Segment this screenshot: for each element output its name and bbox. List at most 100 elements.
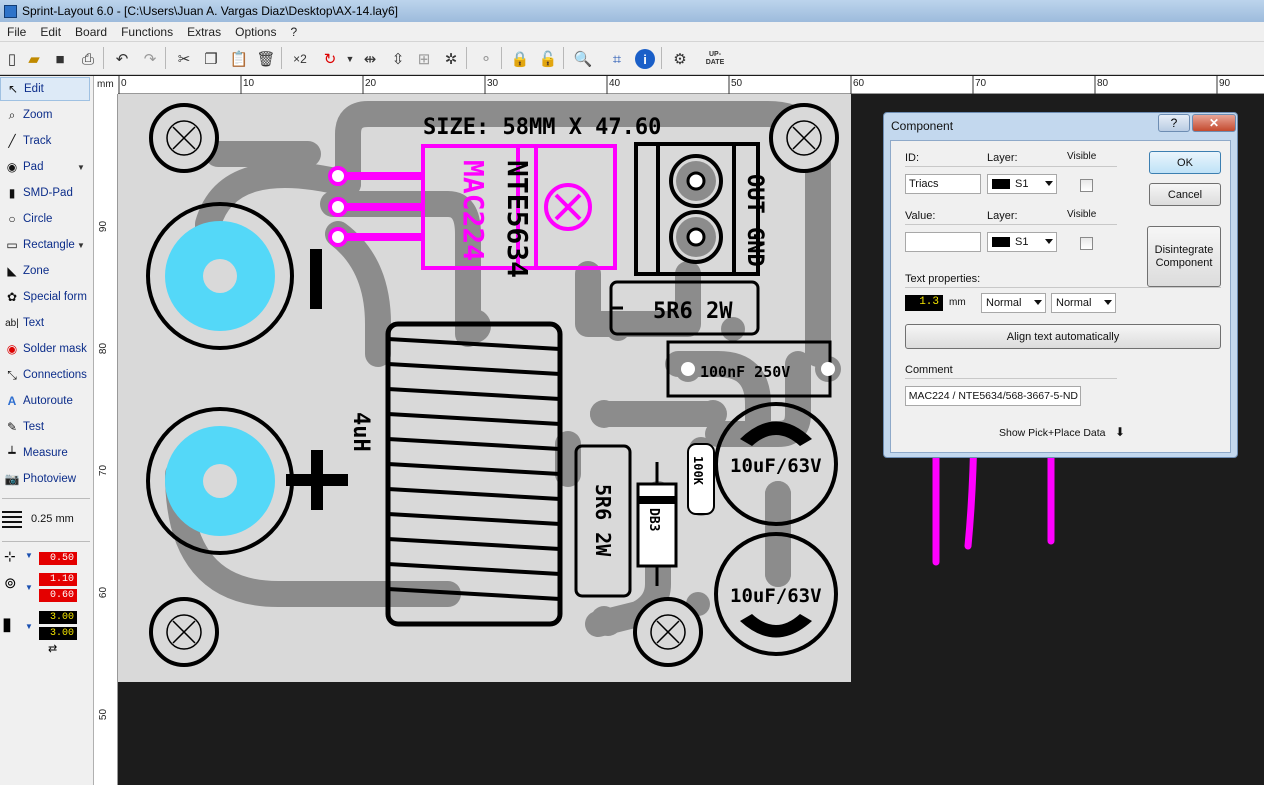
inductor-label: 4uH xyxy=(348,412,373,452)
pad-size-dropdown-icon[interactable]: ▼ xyxy=(25,583,33,592)
value-visible-checkbox[interactable] xyxy=(1080,237,1093,250)
pad-inner-value[interactable]: 0.60 xyxy=(39,589,77,602)
ok-button[interactable]: OK xyxy=(1149,151,1221,174)
cursor-icon: ↖ xyxy=(7,82,19,96)
menu-options[interactable]: Options xyxy=(235,24,277,39)
smd-height-value[interactable]: 3.00 xyxy=(39,627,77,640)
id-visible-checkbox[interactable] xyxy=(1080,179,1093,192)
cap-label: 100nF 250V xyxy=(700,363,790,381)
smd-width-value[interactable]: 3.00 xyxy=(39,611,77,624)
save-icon[interactable]: ■ xyxy=(55,50,65,68)
new-file-icon[interactable]: ▯ xyxy=(7,51,17,68)
arrow-down-icon[interactable]: ⬇ xyxy=(1115,425,1126,439)
layer-color-swatch xyxy=(992,179,1010,190)
print-icon[interactable]: ⎙ xyxy=(81,50,94,68)
info-icon[interactable]: i xyxy=(635,49,655,69)
tool-connections[interactable]: ⤡ Connections xyxy=(0,363,90,387)
tool-track[interactable]: ╱ Track xyxy=(0,129,90,153)
smd-size-dropdown-icon[interactable]: ▼ xyxy=(25,622,33,631)
pcb-board[interactable]: NTE5634 MAC224 SIZE: 58MM X 47.60 OUT GN… xyxy=(118,94,1264,785)
tool-pad[interactable]: ◉ Pad ▼ xyxy=(0,155,90,179)
ruler-tick: 40 xyxy=(609,78,621,89)
menu-edit[interactable]: Edit xyxy=(40,24,62,39)
menu-board[interactable]: Board xyxy=(75,24,108,39)
pad-dropdown-icon[interactable]: ▼ xyxy=(77,162,85,172)
mac-label: MAC224 xyxy=(457,160,490,261)
delete-icon[interactable]: 🗑 xyxy=(256,51,276,68)
tool-rectangle[interactable]: ▭ Rectangle ▼ xyxy=(0,233,90,257)
select-value: Normal xyxy=(986,297,1022,309)
tool-edit[interactable]: ↖ Edit xyxy=(0,77,90,101)
search-icon[interactable]: 🔍 xyxy=(573,51,593,68)
grid-size[interactable]: 0.25 mm xyxy=(31,513,74,525)
inductor-windings xyxy=(387,337,561,601)
value-input[interactable] xyxy=(905,232,981,252)
lock-icon[interactable]: 🔒 xyxy=(510,51,530,68)
text-height-input[interactable]: 1.3 xyxy=(905,295,943,311)
tool-special-form[interactable]: ✿ Special form xyxy=(0,285,90,309)
resistor-1 xyxy=(609,280,760,336)
tool-zone[interactable]: ◣ Zone xyxy=(0,259,90,283)
tool-autoroute[interactable]: A Autoroute xyxy=(0,389,90,413)
snap-icon[interactable]: ✲ xyxy=(444,51,458,68)
comment-input[interactable]: MAC224 / NTE5634/568-3667-5-ND xyxy=(905,386,1081,406)
open-folder-icon[interactable]: ▰ xyxy=(28,51,40,68)
tool-circle[interactable]: ○ Circle xyxy=(0,207,90,231)
rotate-dropdown-icon[interactable]: ▼ xyxy=(345,54,355,64)
undo-icon[interactable]: ↶ xyxy=(115,51,129,68)
pcb-canvas[interactable]: NTE5634 MAC224 SIZE: 58MM X 47.60 OUT GN… xyxy=(118,94,1264,785)
menu-extras[interactable]: Extras xyxy=(187,24,222,39)
duplicate-icon[interactable]: ×2 xyxy=(293,52,307,66)
divider xyxy=(905,378,1117,379)
text-style-select-1[interactable]: Normal xyxy=(981,293,1046,313)
track-width-value[interactable]: 0.50 xyxy=(39,552,77,565)
value-layer-select[interactable]: S1 xyxy=(987,232,1057,252)
update-icon[interactable]: UP-DATE xyxy=(705,51,725,66)
text-unit-label: mm xyxy=(949,297,966,308)
menu-file[interactable]: File xyxy=(7,24,27,39)
pad-outer-value[interactable]: 1.10 xyxy=(39,573,77,586)
grid-icon[interactable] xyxy=(2,508,22,528)
align-text-button[interactable]: Align text automatically xyxy=(905,324,1221,349)
swap-icon[interactable]: ⇄ xyxy=(48,643,58,655)
cut-icon[interactable]: ✂ xyxy=(177,51,191,68)
menu-help[interactable]: ? xyxy=(290,24,298,39)
track-width-dropdown-icon[interactable]: ▼ xyxy=(25,551,33,560)
id-input[interactable]: Triacs xyxy=(905,174,981,194)
redo-icon[interactable]: ↷ xyxy=(143,51,157,68)
tool-text[interactable]: ab| Text xyxy=(0,311,90,335)
comment-label: Comment xyxy=(905,364,953,376)
tool-label: Zone xyxy=(23,265,50,277)
menu-functions[interactable]: Functions xyxy=(121,24,174,39)
solder-mask-icon: ◉ xyxy=(6,342,18,356)
tool-smd-pad[interactable]: ▮ SMD-Pad xyxy=(0,181,90,205)
show-pick-place-link[interactable]: Show Pick+Place Data xyxy=(999,427,1106,439)
close-button[interactable]: ✕ xyxy=(1192,114,1236,132)
help-button[interactable]: ? xyxy=(1158,114,1190,132)
zone-icon: ◣ xyxy=(7,264,17,278)
crop-icon[interactable]: ⌗ xyxy=(612,50,622,68)
tool-photoview[interactable]: 📷 Photoview xyxy=(0,467,90,491)
tool-measure[interactable]: ┷ Measure xyxy=(0,441,90,465)
disintegrate-button[interactable]: Disintegrate Component xyxy=(1147,226,1221,287)
elcap1-label: 10uF/63V xyxy=(730,455,822,477)
resistor-2 xyxy=(574,444,632,598)
unlock-icon[interactable]: 🔓 xyxy=(538,51,558,68)
rotate-icon[interactable]: ↻ xyxy=(323,51,337,68)
rectangle-dropdown-icon[interactable]: ▼ xyxy=(77,240,85,250)
id-layer-select[interactable]: S1 xyxy=(987,174,1057,194)
mirror-h-icon[interactable]: ⇹ xyxy=(363,51,377,68)
mirror-v-icon[interactable]: ⇳ xyxy=(391,51,405,68)
group-icon[interactable]: ⚬ xyxy=(479,51,493,68)
tool-test[interactable]: ✎ Test xyxy=(0,415,90,439)
tool-zoom[interactable]: ⌕ Zoom xyxy=(0,103,90,127)
ruler-tick: 50 xyxy=(731,78,743,89)
cancel-button[interactable]: Cancel xyxy=(1149,183,1221,206)
settings-gear-icon[interactable]: ⚙ xyxy=(673,51,687,68)
paste-icon[interactable]: 📋 xyxy=(229,51,249,68)
copy-icon[interactable]: ❐ xyxy=(204,51,218,68)
tool-solder-mask[interactable]: ◉ Solder mask xyxy=(0,337,90,361)
align-icon[interactable]: ⊞ xyxy=(417,51,431,68)
text-style-select-2[interactable]: Normal xyxy=(1051,293,1116,313)
toolbar: ▯ ▰ ■ ⎙ ↶ ↷ ✂ ❐ 📋 🗑 ×2 ↻ ▼ ⇹ ⇳ ⊞ ✲ ⚬ 🔒 🔓… xyxy=(0,42,1264,75)
